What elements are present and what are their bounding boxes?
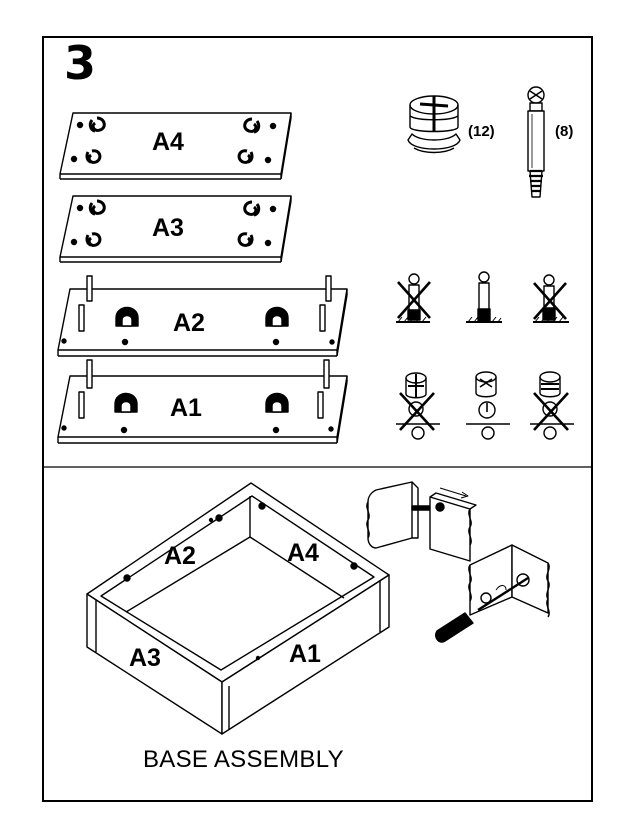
dowel-quantity: (8)	[555, 123, 574, 140]
cam-lock-icon	[407, 95, 461, 154]
dowel-correct-icon	[466, 271, 502, 323]
panel-a4	[59, 112, 292, 180]
assembled-base-box	[86, 482, 390, 735]
assembled-a3-label: A3	[129, 644, 161, 672]
panel-a4-label: A4	[152, 128, 184, 156]
dowel-screw-icon	[527, 86, 545, 198]
cam-lock-quantity: (12)	[468, 123, 495, 140]
dowel-wrong-1-icon	[396, 273, 431, 323]
panel-a2-label: A2	[173, 309, 205, 337]
joint-detail-dowel	[366, 481, 477, 562]
assembled-a4-label: A4	[287, 539, 319, 567]
cam-correct-icon	[466, 371, 510, 440]
panel-a3	[59, 195, 292, 263]
panel-a3-label: A3	[152, 214, 184, 242]
cam-wrong-1-icon	[396, 372, 440, 440]
assembled-a1-label: A1	[289, 640, 321, 668]
joint-detail-cam-screwdriver	[435, 544, 550, 643]
panel-a1	[57, 359, 348, 444]
step-number: 3	[64, 36, 97, 90]
assembled-a2-label: A2	[164, 542, 196, 570]
instruction-frame	[42, 36, 593, 802]
panel-a1-label: A1	[170, 394, 202, 422]
figure-caption: BASE ASSEMBLY	[143, 746, 344, 773]
cam-wrong-2-icon	[530, 371, 574, 440]
dowel-wrong-2-icon	[533, 274, 569, 323]
panel-a2	[57, 275, 348, 357]
